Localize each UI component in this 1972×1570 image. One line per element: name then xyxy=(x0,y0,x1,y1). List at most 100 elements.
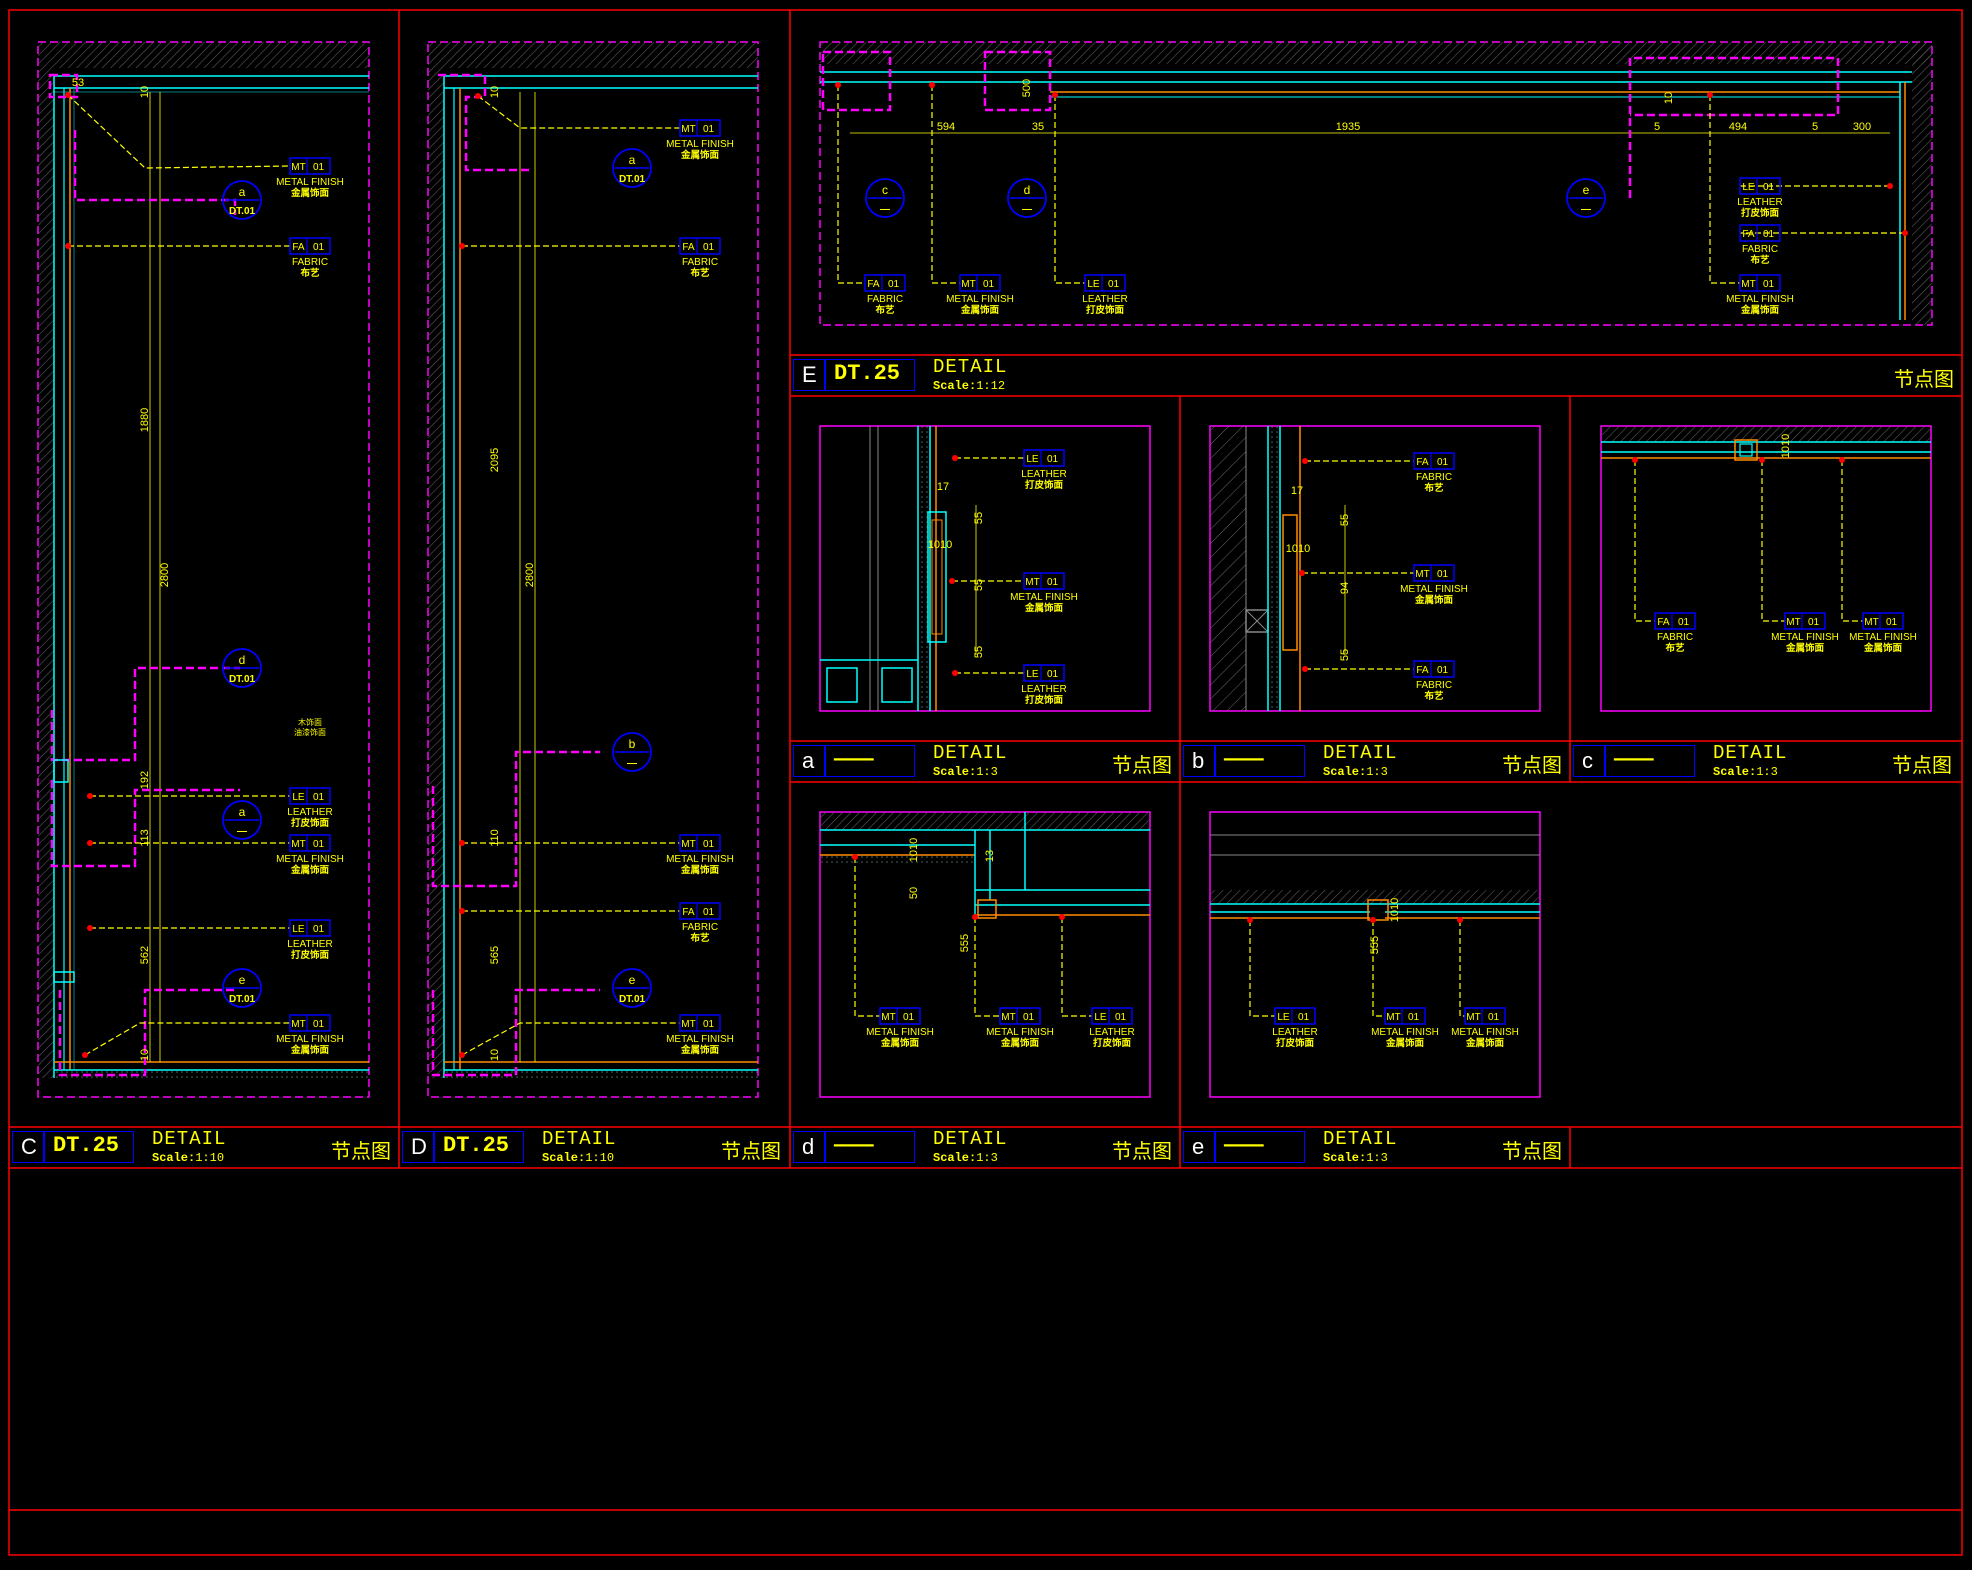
callout-bubble[interactable]: eDT.01 xyxy=(222,968,262,1008)
tag-number: 01 xyxy=(703,124,715,135)
title-code: ——— xyxy=(834,1133,874,1158)
title-detail: DETAIL xyxy=(933,742,1008,764)
callout-bubble[interactable]: a— xyxy=(222,800,262,840)
leader xyxy=(1061,917,1092,1017)
callout-bubble[interactable]: b— xyxy=(612,732,652,772)
callout-letter: e xyxy=(1583,183,1590,197)
callout-bubble[interactable]: d— xyxy=(1007,178,1047,218)
tag-name: LEATHER xyxy=(1089,1027,1134,1038)
tag-name: LEATHER xyxy=(287,939,332,950)
dimension-text: 55 xyxy=(973,579,985,591)
sheet-frame xyxy=(8,9,1963,1556)
title-letter: E xyxy=(802,362,817,387)
leader xyxy=(1459,920,1465,1017)
dimension-text: 35 xyxy=(1032,121,1044,133)
tag-code: MT xyxy=(1741,279,1755,290)
title-scale: Scale:1:3 xyxy=(1323,765,1388,779)
tag-name: LEATHER xyxy=(1021,469,1066,480)
leader xyxy=(1054,95,1085,284)
title-letter: e xyxy=(1192,1134,1205,1159)
leader xyxy=(1249,920,1275,1017)
dimension-text: 10 xyxy=(1663,92,1675,104)
callout-letter: e xyxy=(239,973,246,987)
drawing-detail-b xyxy=(1209,425,1541,712)
tag-code: FA xyxy=(1742,229,1755,240)
dimension-text: 94 xyxy=(1339,582,1351,594)
tag-name-cn: 金属饰面 xyxy=(1465,1037,1505,1049)
dimension-text: 10 xyxy=(489,86,501,98)
tag-code: LE xyxy=(1026,454,1039,465)
tag-name-cn: 金属饰面 xyxy=(680,149,720,161)
title-cn: 节点图 xyxy=(1112,753,1172,777)
tag-code: MT xyxy=(1466,1012,1480,1023)
callout-letter: e xyxy=(629,973,636,987)
callout-bubble[interactable]: eDT.01 xyxy=(612,968,652,1008)
callout-ref: DT.01 xyxy=(619,174,646,185)
tag-number: 01 xyxy=(1408,1012,1420,1023)
note-wood: 木饰面 油漆饰面 xyxy=(294,717,326,737)
leader-dot xyxy=(1302,458,1308,464)
tag-name: FABRIC xyxy=(1416,680,1452,691)
leader xyxy=(931,85,960,284)
title-letter: c xyxy=(1582,748,1593,773)
tag-name: METAL FINISH xyxy=(1849,632,1917,643)
title-code: ——— xyxy=(1224,1133,1264,1158)
tag-name: METAL FINISH xyxy=(946,294,1014,305)
leader xyxy=(461,1022,680,1056)
dimension-text: 300 xyxy=(1853,121,1871,133)
tag-number: 01 xyxy=(1763,182,1775,193)
tag-number: 01 xyxy=(703,839,715,850)
leader-dot xyxy=(1707,92,1713,98)
title-detail: DETAIL xyxy=(1323,742,1398,764)
tag-number: 01 xyxy=(1763,279,1775,290)
dimension-text: 2800 xyxy=(159,563,171,587)
dimension-text: 1935 xyxy=(1336,121,1360,133)
tag-code: MT xyxy=(291,1019,305,1030)
title-scale: Scale:1:3 xyxy=(933,765,998,779)
callout-bubble[interactable]: aDT.01 xyxy=(222,180,262,220)
title-scale: Scale:1:10 xyxy=(542,1151,615,1165)
title-detail: DETAIL xyxy=(1713,742,1788,764)
tag-name-cn: 布艺 xyxy=(1423,482,1444,494)
leader-dot xyxy=(952,455,958,461)
leader xyxy=(84,1022,290,1056)
title-scale: Scale:1:10 xyxy=(152,1151,225,1165)
leader-dot xyxy=(1059,914,1065,920)
dimension-text: 13 xyxy=(984,850,996,862)
tag-name-cn: 金属饰面 xyxy=(1385,1037,1425,1049)
tag-name-cn: 布艺 xyxy=(1749,254,1770,266)
title-scale: Scale:1:12 xyxy=(933,379,1006,393)
callout-bubble[interactable]: dDT.01 xyxy=(222,648,262,688)
callout-ref: — xyxy=(1581,204,1591,215)
dimension-text: 1880 xyxy=(139,408,151,432)
leader xyxy=(854,857,880,1017)
callout-ref: DT.01 xyxy=(229,206,256,217)
dimension-text: 5 xyxy=(1812,121,1818,133)
tag-code: MT xyxy=(1386,1012,1400,1023)
tag-name: LEATHER xyxy=(1272,1027,1317,1038)
title-code: DT.25 xyxy=(53,1133,120,1158)
callout-bubble[interactable]: aDT.01 xyxy=(612,148,652,188)
title-scale: Scale:1:3 xyxy=(933,1151,998,1165)
tag-code: MT xyxy=(881,1012,895,1023)
tag-name-cn: 打皮饰面 xyxy=(291,817,330,829)
tag-name: FABRIC xyxy=(682,922,718,933)
tag-number: 01 xyxy=(1886,617,1898,628)
callout-bubble[interactable]: e— xyxy=(1566,178,1606,218)
leader-dot xyxy=(852,854,858,860)
title-letter: D xyxy=(411,1134,427,1159)
tag-code: MT xyxy=(1001,1012,1015,1023)
callout-bubble[interactable]: c— xyxy=(865,178,905,218)
tag-number: 01 xyxy=(1047,669,1059,680)
dimension-text: 594 xyxy=(937,121,955,133)
dimension-text: 1010 xyxy=(908,838,920,862)
tag-number: 01 xyxy=(1115,1012,1127,1023)
tag-name-cn: 金属饰面 xyxy=(1740,304,1780,316)
tag-name-cn: 金属饰面 xyxy=(290,187,330,199)
